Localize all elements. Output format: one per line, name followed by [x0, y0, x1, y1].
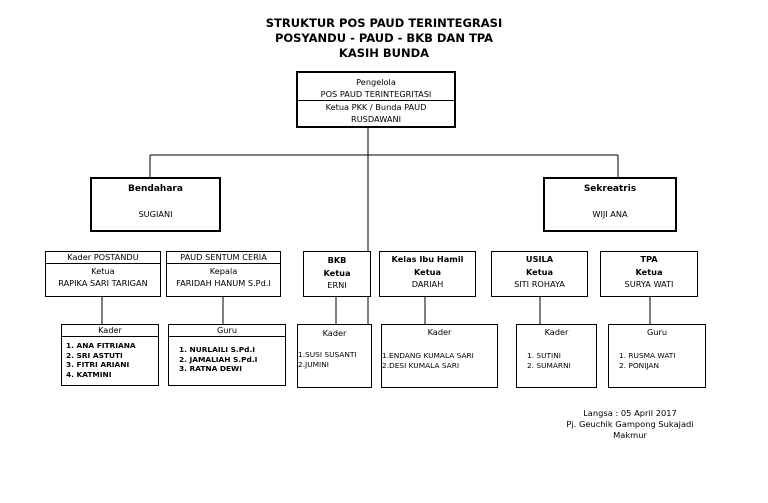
sekretaris-name: WIJI ANA — [592, 209, 628, 219]
chart-title-line-1: STRUKTUR POS PAUD TERINTEGRASI — [265, 16, 503, 30]
paud-box: PAUD SENTUM CERIA Kepala FARIDAH HANUM S… — [166, 251, 281, 297]
bkb-kader-box: Kader 1.SUSI SUSANTI 2.JUMINI — [297, 324, 372, 388]
list-item: 2. PONIJAN — [619, 360, 660, 370]
list-item: 2. SUMARNI — [527, 360, 571, 370]
list-item: 2.JUMINI — [298, 359, 329, 369]
kih-role: Ketua — [413, 267, 442, 277]
posyandu-kader-list: 1. ANA FITRIANA 2. SRI ASTUTI 3. FITRI A… — [66, 341, 158, 379]
tpa-box: TPA Ketua SURYA WATI — [600, 251, 698, 297]
pengelola-box: Pengelola POS PAUD TERINTEGRITASI Ketua … — [296, 71, 456, 128]
list-item: 1. ANA FITRIANA — [66, 341, 136, 350]
list-item: 1.SUSI SUSANTI — [298, 350, 357, 359]
signature-village: Makmur — [613, 430, 647, 440]
usila-role: Ketua — [525, 267, 554, 277]
usila-box: USILA Ketua SITI ROHAYA — [491, 251, 588, 297]
list-item: 2. JAMALIAH S.Pd.I — [179, 354, 258, 364]
posyandu-box: Kader POSTANDU Ketua RAPIKA SARI TARIGAN — [45, 251, 161, 297]
usila-name: SITI ROHAYA — [514, 279, 565, 289]
list-item: 2. SRI ASTUTI — [66, 350, 123, 360]
list-item: 1. NURLAILI S.Pd.I — [179, 345, 256, 354]
posyandu-kader-title: Kader — [62, 325, 158, 337]
usila-kader-title: Kader — [544, 327, 569, 337]
paud-guru-box: Guru 1. NURLAILI S.Pd.I 2. JAMALIAH S.Pd… — [168, 324, 286, 386]
paud-name: FARIDAH HANUM S.Pd.I — [176, 278, 271, 288]
list-item: 1.ENDANG KUMALA SARI — [382, 351, 474, 360]
posyandu-role: Ketua — [91, 266, 115, 276]
kih-title: Kelas Ibu Hamil — [391, 254, 464, 264]
usila-kader-box: Kader 1. SUTINI 2. SUMARNI — [516, 324, 597, 388]
bendahara-box: Bendahara SUGIANI — [90, 177, 221, 232]
pengelola-label: Pengelola — [356, 77, 396, 87]
bendahara-name: SUGIANI — [138, 209, 173, 219]
sekretaris-role: Sekreatris — [583, 184, 637, 194]
paud-title: PAUD SENTUM CERIA — [167, 252, 280, 264]
signature-title: Pj. Geuchik Gampong Sukajadi — [566, 419, 694, 429]
chart-title-line-3: KASIH BUNDA — [338, 46, 430, 60]
kih-box: Kelas Ibu Hamil Ketua DARIAH — [379, 251, 476, 297]
tpa-title: TPA — [640, 254, 658, 264]
usila-kader-list: 1. SUTINI 2. SUMARNI — [527, 351, 596, 370]
paud-guru-title: Guru — [169, 325, 285, 337]
paud-role: Kepala — [209, 266, 238, 276]
bkb-title: BKB — [327, 255, 347, 265]
tpa-name: SURYA WATI — [624, 279, 674, 289]
list-item: 3. FITRI ARIANI — [66, 360, 130, 369]
sekretaris-box: Sekreatris WIJI ANA — [543, 177, 677, 232]
list-item: 4. KATMINI — [66, 369, 112, 379]
tpa-guru-list: 1. RUSMA WATI 2. PONIJAN — [619, 351, 705, 370]
kih-kader-box: Kader 1.ENDANG KUMALA SARI 2.DESI KUMALA… — [381, 324, 498, 388]
kih-kader-title: Kader — [427, 327, 452, 337]
signature-block: Langsa : 05 April 2017 Pj. Geuchik Gampo… — [540, 408, 720, 441]
bendahara-role: Bendahara — [128, 184, 183, 194]
bkb-kader-title: Kader — [322, 328, 347, 338]
posyandu-kader-box: Kader 1. ANA FITRIANA 2. SRI ASTUTI 3. F… — [61, 324, 159, 386]
kih-name: DARIAH — [411, 279, 444, 289]
bkb-kader-list: 1.SUSI SUSANTI 2.JUMINI — [298, 350, 371, 369]
posyandu-title: Kader POSTANDU — [46, 252, 160, 264]
pengelola-org: POS PAUD TERINTEGRITASI — [298, 88, 454, 101]
bkb-name: ERNI — [327, 280, 347, 290]
ketua-pkk-label: Ketua PKK / Bunda PAUD — [325, 102, 427, 112]
list-item: 2.DESI KUMALA SARI — [382, 360, 460, 370]
list-item: 3. RATNA DEWI — [179, 364, 242, 373]
tpa-guru-title: Guru — [646, 327, 668, 337]
bkb-role: Ketua — [323, 268, 351, 278]
list-item: 1. SUTINI — [527, 351, 561, 360]
tpa-guru-box: Guru 1. RUSMA WATI 2. PONIJAN — [608, 324, 706, 388]
bkb-box: BKB Ketua ERNI — [303, 251, 371, 297]
posyandu-name: RAPIKA SARI TARIGAN — [58, 278, 148, 288]
usila-title: USILA — [525, 254, 554, 264]
chart-title-line-2: POSYANDU - PAUD - BKB DAN TPA — [274, 31, 494, 45]
ketua-pkk-name: RUSDAWANI — [351, 114, 401, 124]
kih-kader-list: 1.ENDANG KUMALA SARI 2.DESI KUMALA SARI — [382, 351, 497, 370]
tpa-role: Ketua — [635, 267, 663, 277]
paud-guru-list: 1. NURLAILI S.Pd.I 2. JAMALIAH S.Pd.I 3.… — [179, 345, 285, 374]
signature-date: Langsa : 05 April 2017 — [583, 408, 677, 418]
list-item: 1. RUSMA WATI — [619, 351, 676, 360]
